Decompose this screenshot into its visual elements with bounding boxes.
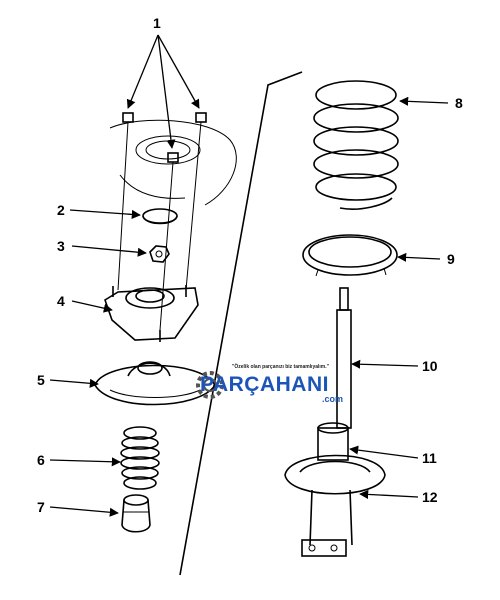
part-5-spring-seat — [94, 361, 216, 406]
label-11: 11 — [422, 450, 437, 466]
watermark-brand: PARÇAHANI — [200, 373, 329, 396]
part-3-lock-nut — [149, 245, 170, 263]
label-9: 9 — [447, 251, 455, 267]
label-2: 2 — [57, 202, 65, 218]
label-5: 5 — [37, 372, 45, 388]
label-4: 4 — [57, 293, 65, 309]
part-7-bump-stop — [121, 494, 151, 533]
leader-arrows — [49, 34, 449, 517]
label-10: 10 — [422, 358, 438, 374]
part-1-mounting-nuts — [117, 112, 207, 331]
label-1: 1 — [153, 15, 161, 31]
part-11-shock-absorber — [301, 422, 353, 557]
label-12: 12 — [422, 489, 438, 505]
section-divider — [179, 71, 303, 576]
watermark: "Özelik olan parçanızı biz tamamlıyalım.… — [196, 363, 343, 404]
part-labels: 1 2 3 4 5 6 7 8 9 10 11 12 — [37, 15, 463, 515]
watermark-tagline: "Özelik olan parçanızı biz tamamlıyalım.… — [232, 363, 330, 370]
part-2-dust-cap — [142, 208, 178, 225]
part-12-lower-spring-seat — [284, 454, 386, 495]
part-9-spring-insulator — [302, 234, 398, 277]
label-6: 6 — [37, 452, 45, 468]
watermark-domain: .com — [322, 394, 343, 404]
label-3: 3 — [57, 238, 65, 254]
part-4-strut-mount — [104, 285, 199, 342]
gear-icon — [196, 371, 224, 399]
part-6-bellows-boot — [120, 426, 160, 490]
part-8-coil-spring — [313, 80, 399, 210]
label-7: 7 — [37, 499, 45, 515]
label-8: 8 — [455, 95, 463, 111]
part-10-piston-rod — [336, 287, 352, 429]
